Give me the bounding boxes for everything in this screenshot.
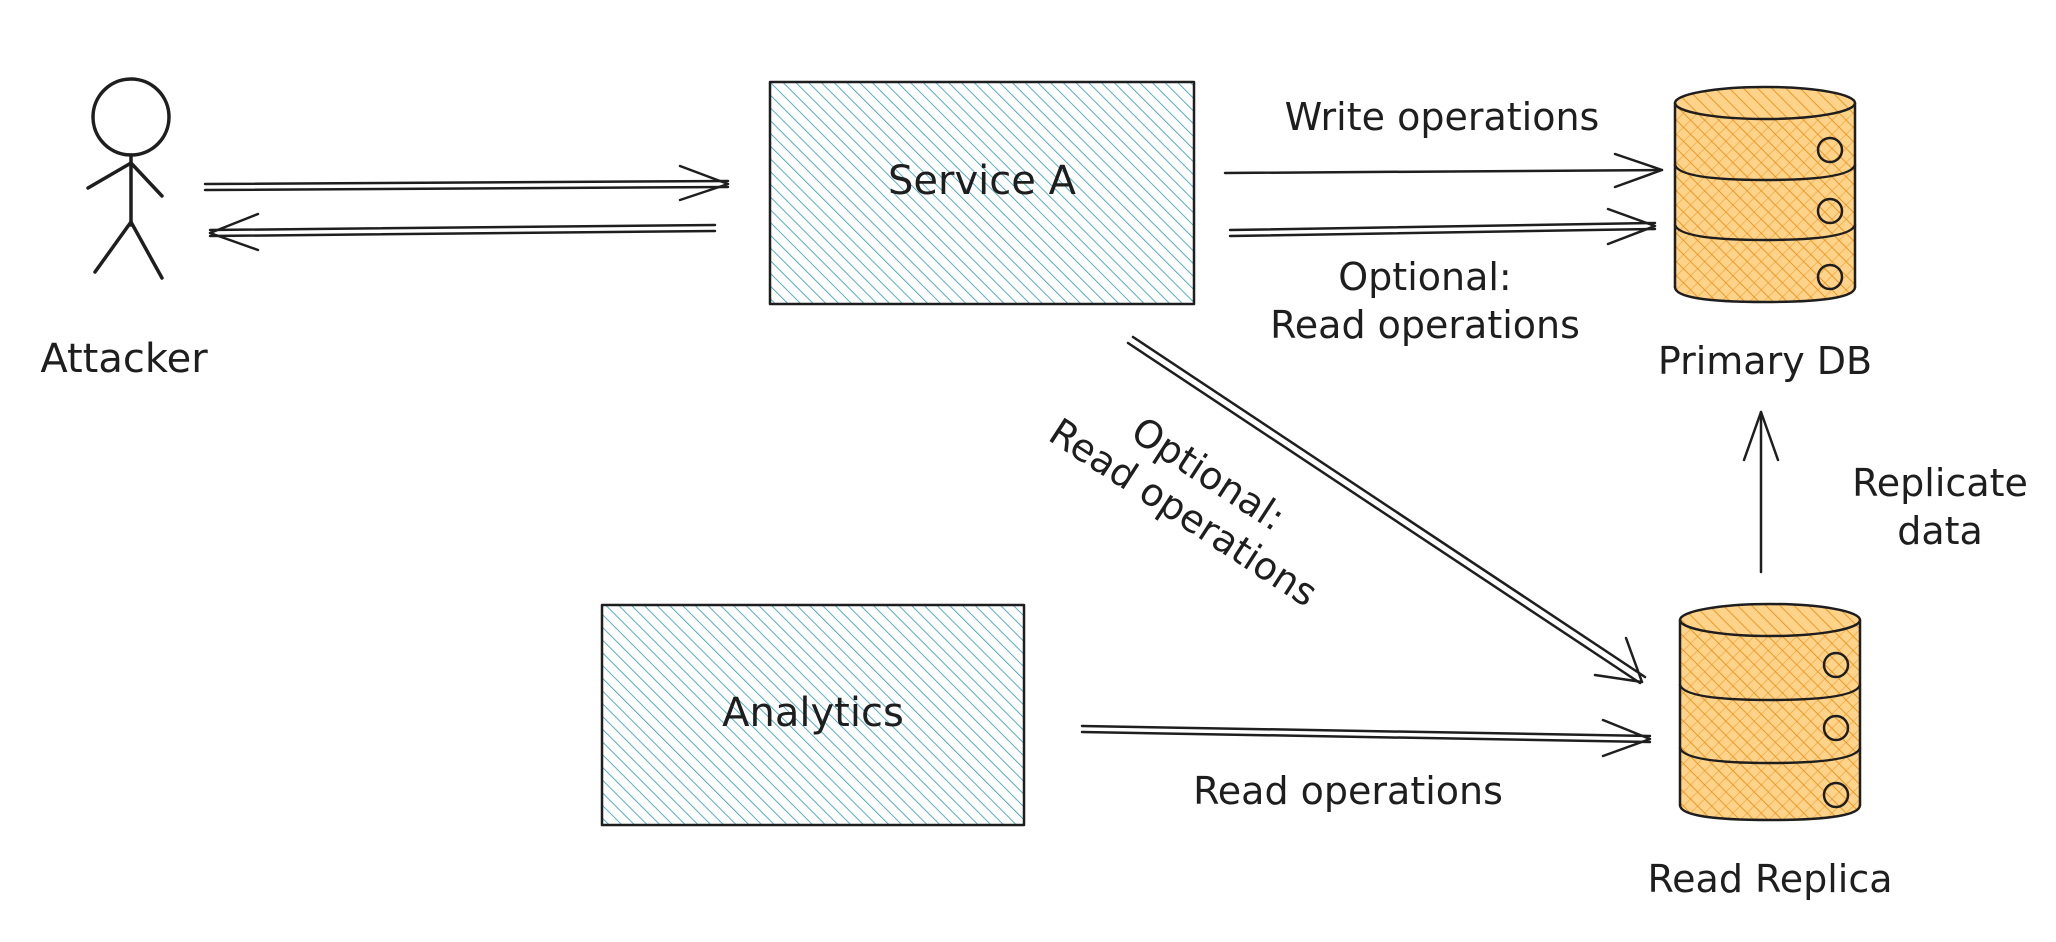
arrow-attacker-to-service-a [203, 164, 730, 202]
stick-figure-icon [86, 77, 171, 280]
analytics-box: Analytics [600, 603, 1026, 827]
analytics-read-label: Read operations [1193, 769, 1503, 813]
optional-read-primary-label-1: Optional: [1338, 255, 1511, 299]
service-a-box: Service A [768, 80, 1196, 306]
read-replica-label: Read Replica [1647, 857, 1892, 901]
arrow-write-operations [1223, 152, 1664, 189]
primary-db: Primary DB [1658, 85, 1872, 383]
database-cylinder-icon [1678, 602, 1862, 822]
write-operations-label: Write operations [1285, 95, 1600, 139]
database-cylinder-icon [1673, 85, 1857, 304]
arrow-optional-read-primary [1228, 207, 1657, 246]
arrow-replicate-data [1742, 410, 1780, 574]
analytics-label: Analytics [722, 690, 904, 736]
attacker-label: Attacker [40, 336, 208, 382]
arrow-service-a-to-attacker [208, 212, 717, 252]
read-replica-db: Read Replica [1647, 602, 1893, 901]
optional-read-replica-label: Optional: Read operations [1041, 408, 1325, 615]
arrow-optional-read-replica [1126, 335, 1647, 685]
attacker-actor: Attacker [40, 77, 208, 382]
replicate-label-2: data [1897, 509, 1983, 553]
arrow-analytics-read [1080, 718, 1652, 758]
replicate-label-1: Replicate [1852, 461, 2028, 505]
service-a-label: Service A [888, 158, 1077, 204]
optional-read-primary-label-2: Read operations [1270, 303, 1580, 347]
primary-db-label: Primary DB [1658, 339, 1872, 383]
